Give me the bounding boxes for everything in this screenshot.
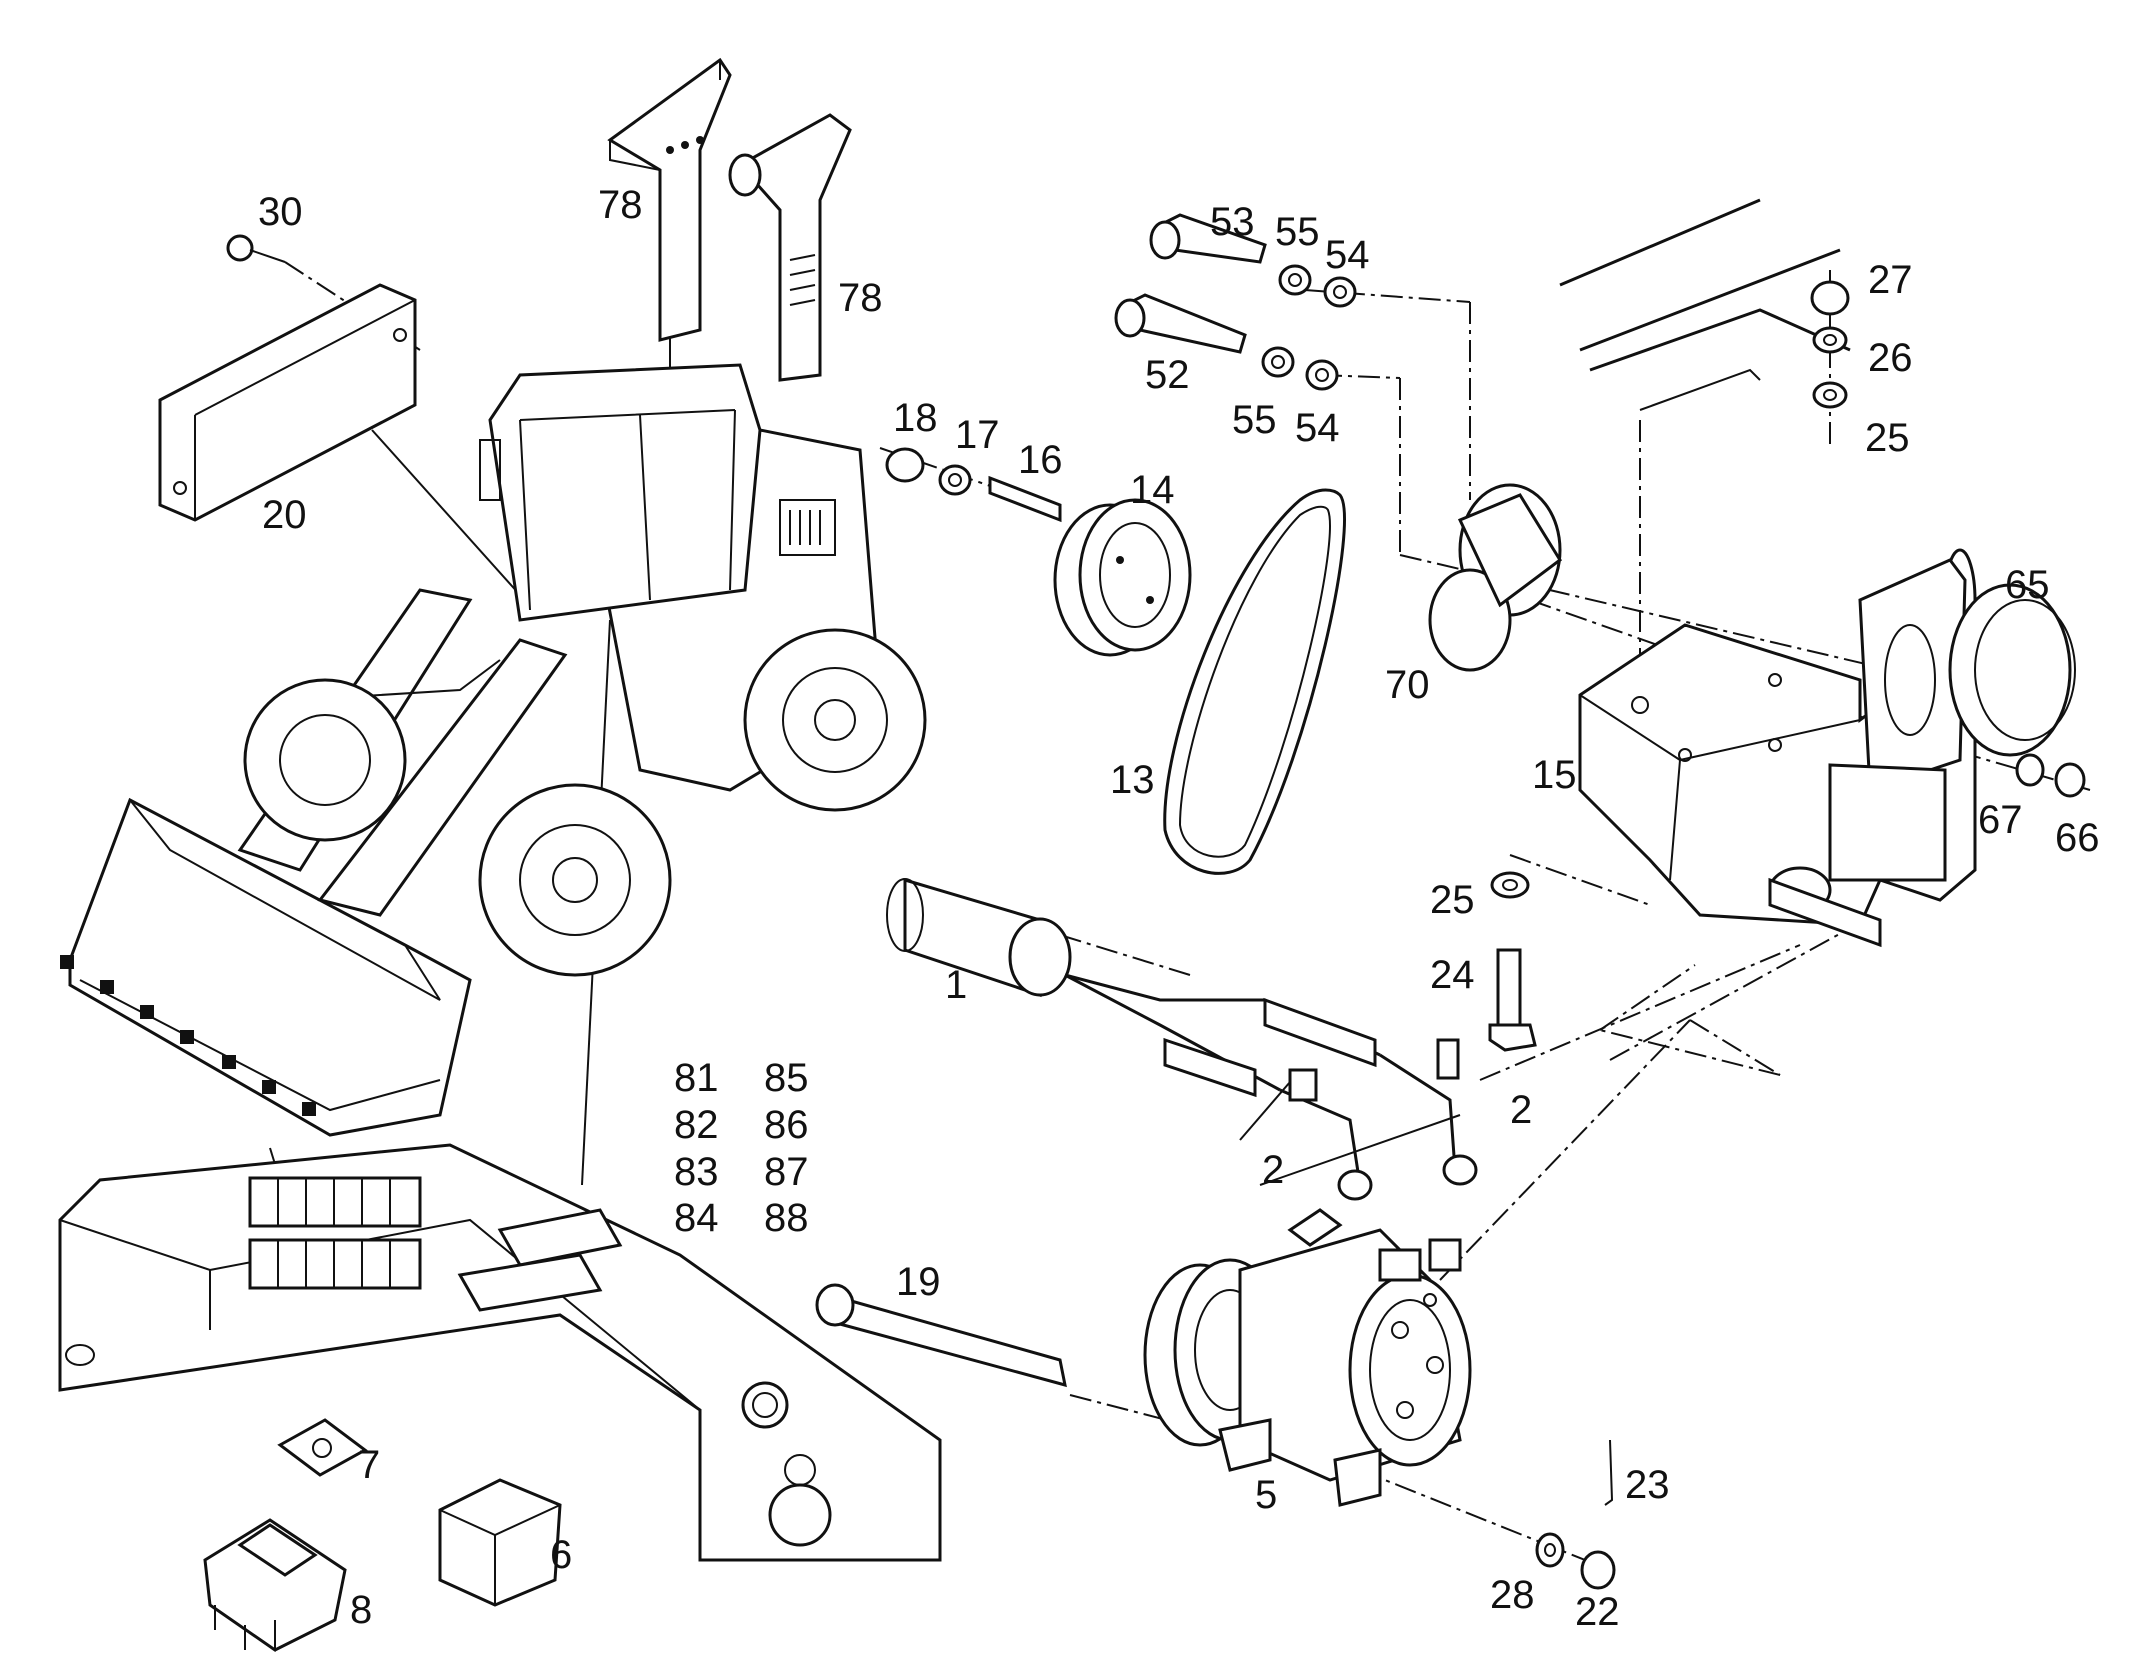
washer-nut-icon xyxy=(2015,753,2086,798)
rocker-switch-icon xyxy=(203,1518,347,1652)
callout-8: 8 xyxy=(350,1588,373,1632)
ac-compressor-icon xyxy=(1143,1208,1472,1507)
dashboard-console-icon xyxy=(58,1143,942,1562)
callout-5: 5 xyxy=(1255,1473,1278,1517)
callout-26: 26 xyxy=(1868,336,1913,380)
callout-86: 86 xyxy=(764,1103,809,1147)
callout-82: 82 xyxy=(674,1103,719,1147)
callout-7: 7 xyxy=(358,1443,381,1487)
pulley-icon xyxy=(1053,498,1192,657)
mounting-bracket-icon xyxy=(1578,548,1977,948)
callout-83: 83 xyxy=(674,1150,719,1194)
callout-2a: 2 xyxy=(1262,1148,1285,1192)
callout-13: 13 xyxy=(1110,758,1155,802)
callout-30: 30 xyxy=(258,190,303,234)
callout-67: 67 xyxy=(1978,798,2023,842)
callout-24: 24 xyxy=(1430,953,1475,997)
callout-88: 88 xyxy=(764,1196,809,1240)
callout-52: 52 xyxy=(1145,353,1190,397)
callout-25a: 25 xyxy=(1430,878,1475,922)
bolt-washer-icon xyxy=(1488,871,1537,1052)
symbol-plate-icon xyxy=(277,1418,368,1477)
mounting-bracket-icon xyxy=(158,283,417,522)
stud-nut-washer-icon xyxy=(885,447,1062,523)
callout-6: 6 xyxy=(550,1533,573,1577)
callout-87: 87 xyxy=(764,1150,809,1194)
callout-78b: 78 xyxy=(838,276,883,320)
belt-tensioner-icon xyxy=(1428,483,1562,672)
wheel-loader-icon xyxy=(60,363,927,1137)
hose-assembly-icon xyxy=(886,877,1478,1201)
callout-15: 15 xyxy=(1532,753,1577,797)
callout-55a: 55 xyxy=(1275,210,1320,254)
callout-55b: 55 xyxy=(1232,398,1277,442)
callout-70: 70 xyxy=(1385,663,1430,707)
callout-85: 85 xyxy=(764,1056,809,1100)
callout-2b: 2 xyxy=(1510,1088,1533,1132)
nut-washer-stack-icon xyxy=(1810,280,1850,409)
cover-icon xyxy=(1948,583,2076,757)
callout-25b: 25 xyxy=(1865,416,1910,460)
callout-53: 53 xyxy=(1210,200,1255,244)
callout-81: 81 xyxy=(674,1056,719,1100)
callout-20: 20 xyxy=(262,493,307,537)
callout-28: 28 xyxy=(1490,1573,1535,1617)
lock-washer-nut-icon xyxy=(1535,1439,1616,1590)
callout-66: 66 xyxy=(2055,816,2100,860)
callout-16: 16 xyxy=(1018,438,1063,482)
callout-14: 14 xyxy=(1130,468,1175,512)
callout-19: 19 xyxy=(896,1260,941,1304)
handle-bracket-icon xyxy=(607,57,852,382)
callout-84: 84 xyxy=(674,1196,719,1240)
relay-icon xyxy=(438,1478,562,1607)
bolt-washer-set-icon xyxy=(1114,213,1357,391)
frame-rail-icon xyxy=(1559,198,1851,411)
callout-22: 22 xyxy=(1575,1590,1620,1634)
callout-23: 23 xyxy=(1625,1463,1670,1507)
callout-78a: 78 xyxy=(598,183,643,227)
callout-65: 65 xyxy=(2005,563,2050,607)
callout-27: 27 xyxy=(1868,258,1913,302)
callout-1: 1 xyxy=(945,963,968,1007)
callout-54b: 54 xyxy=(1295,406,1340,450)
callout-18: 18 xyxy=(893,396,938,440)
callout-54a: 54 xyxy=(1325,233,1370,277)
drive-belt-icon xyxy=(1163,488,1346,875)
callout-17: 17 xyxy=(955,413,1000,457)
screw-icon xyxy=(226,234,286,263)
long-bolt-icon xyxy=(815,1283,1067,1388)
